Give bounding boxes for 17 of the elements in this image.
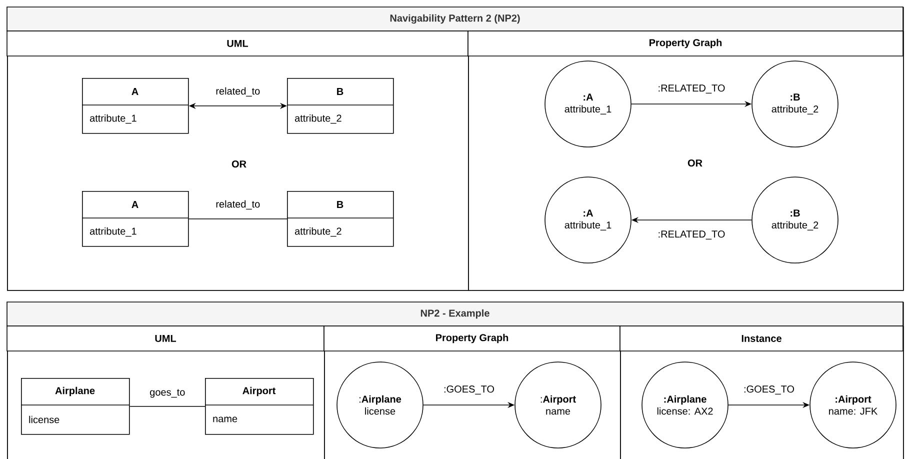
edge-label: :GOES_TO (444, 386, 494, 394)
class-box: A attribute_1 (82, 78, 189, 134)
edge-label: :GOES_TO (744, 386, 794, 394)
class-box: Airplane license (20, 378, 130, 435)
class-box: Airport name (204, 378, 314, 435)
or-label: OR (232, 160, 246, 168)
connector-line (188, 218, 288, 220)
edge-label: :RELATED_TO (658, 230, 725, 240)
or-label: OR (688, 159, 702, 167)
edge-label: related_to (216, 200, 260, 210)
edge-label: :RELATED_TO (658, 84, 725, 94)
edge-label: goes_to (150, 389, 185, 398)
class-box: B attribute_2 (286, 78, 394, 134)
connector-line (129, 406, 206, 407)
edge-label: related_to (216, 87, 260, 97)
class-box: B attribute_2 (286, 191, 394, 247)
class-box: A attribute_1 (82, 191, 189, 247)
